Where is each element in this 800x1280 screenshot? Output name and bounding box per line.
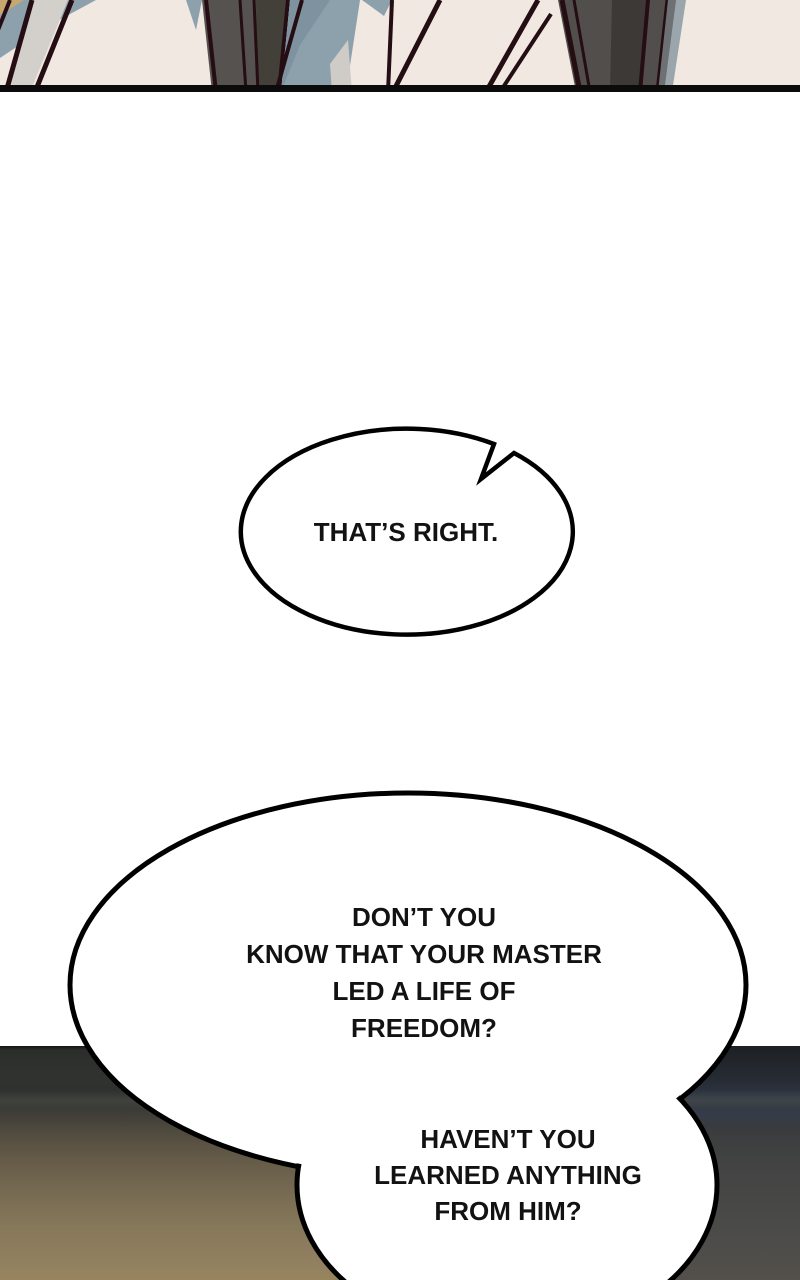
dialogue-line: KNOW THAT YOUR MASTER — [246, 939, 602, 969]
speech-bubble-large-bottom-text: HAVEN’T YOU LEARNED ANYTHING FROM HIM? — [338, 1121, 678, 1229]
left-hair-strands — [0, 0, 96, 92]
dialogue-line: DON’T YOU — [352, 902, 496, 932]
dialogue-line: LEARNED ANYTHING — [374, 1160, 642, 1190]
dialogue-line: FREEDOM? — [351, 1013, 497, 1043]
center-blue-robe — [274, 0, 394, 92]
speech-bubble-small-text: THAT’S RIGHT. — [313, 517, 499, 547]
speech-bubble-small-outline — [238, 426, 575, 637]
speech-bubble-large-bottom-lobe-fill — [300, 1036, 714, 1280]
right-dark-hair-band — [558, 0, 686, 92]
dialogue-line: FROM HIM? — [434, 1196, 582, 1226]
hair-artwork — [0, 0, 800, 92]
top-artwork-panel — [0, 0, 800, 92]
dialogue-line: LED A LIFE OF — [332, 976, 516, 1006]
panel-border-line — [0, 85, 800, 92]
center-left-dark-band — [186, 0, 290, 92]
center-diagonal-strands — [391, 0, 553, 92]
dialogue-line: HAVEN’T YOU — [420, 1124, 596, 1154]
speech-bubble-large-top-text: DON’T YOU KNOW THAT YOUR MASTER LED A LI… — [224, 899, 624, 1047]
